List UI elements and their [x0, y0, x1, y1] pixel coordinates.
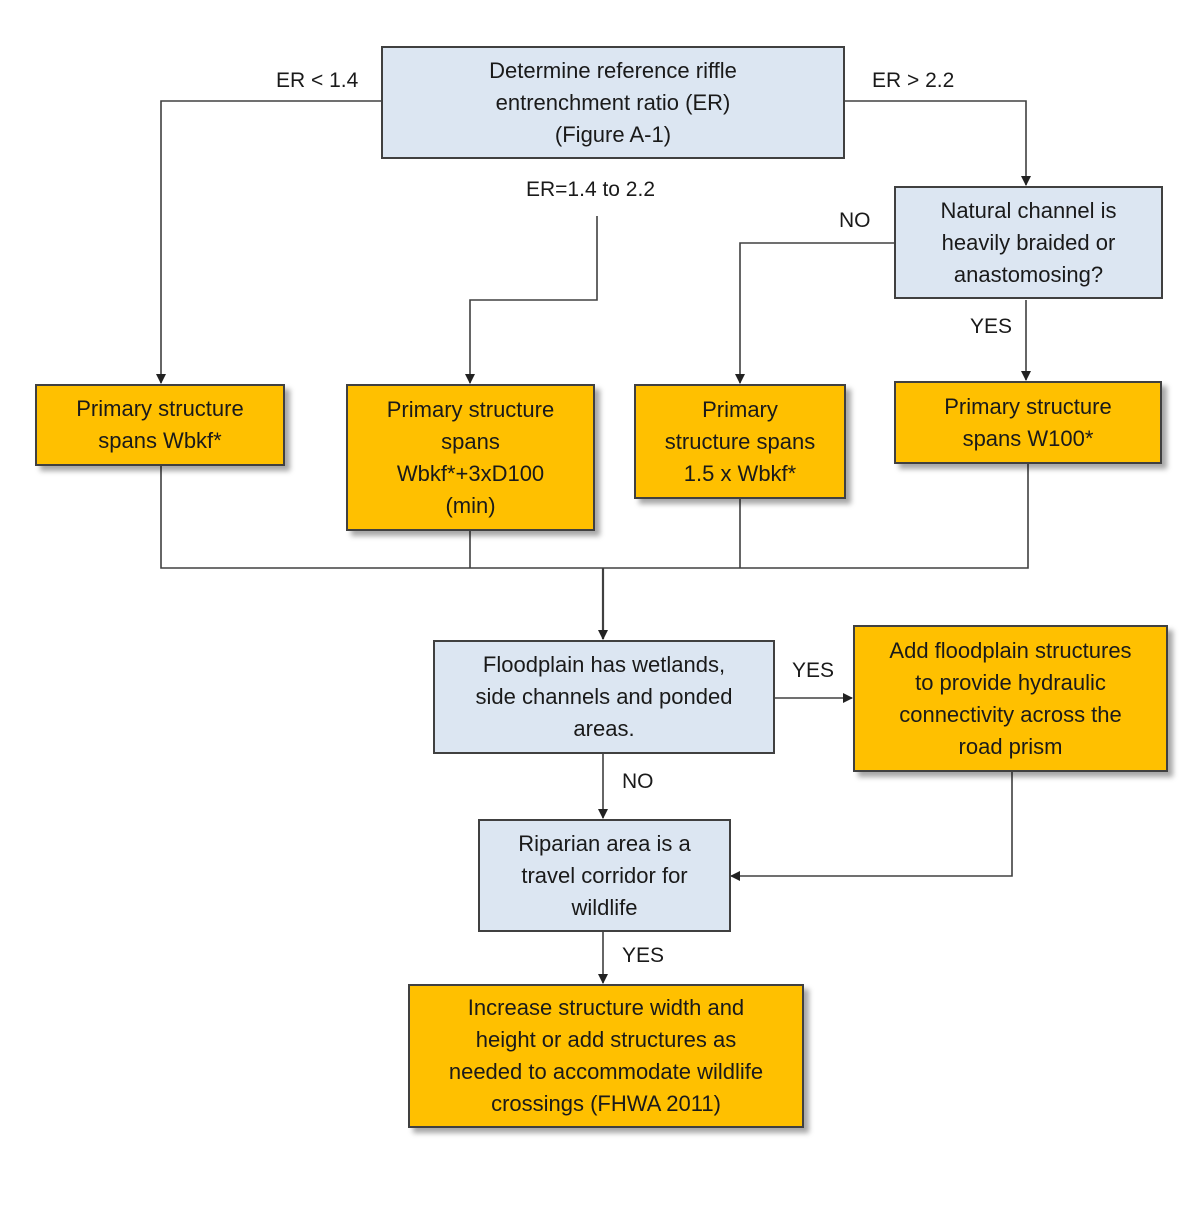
increase-structure-box: Increase structure width and height or a…	[408, 984, 804, 1128]
label-riparian-yes: YES	[622, 944, 665, 967]
span-1-5-wbkf-box: Primary structure spans 1.5 x Wbkf*	[634, 384, 846, 499]
label-er-mid: ER=1.4 to 2.2	[526, 178, 656, 201]
label-floodplain-no: NO	[622, 770, 654, 793]
determine-er-box: Determine reference riffle entrenchment …	[381, 46, 845, 159]
edge-er-mid	[465, 216, 598, 384]
floodplain-decision-box: Floodplain has wetlands, side channels a…	[433, 640, 775, 754]
add-floodplain-structures-box: Add floodplain structures to provide hyd…	[853, 625, 1168, 772]
edge-er-gt	[845, 100, 1031, 186]
span-wbkf-3xd100-box: Primary structure spans Wbkf*+3xD100 (mi…	[346, 384, 595, 531]
edge-braided-no	[735, 242, 894, 384]
span-w100-box: Primary structure spans W100*	[894, 381, 1162, 464]
riparian-decision-box: Riparian area is a travel corridor for w…	[478, 819, 731, 932]
label-er-gt: ER > 2.2	[872, 69, 955, 92]
label-braided-yes: YES	[970, 315, 1013, 338]
braided-decision-box: Natural channel is heavily braided or an…	[894, 186, 1163, 299]
edge-er-lt	[156, 100, 381, 384]
label-braided-no: NO	[839, 209, 871, 232]
span-wbkf-box: Primary structure spans Wbkf*	[35, 384, 285, 466]
label-er-lt: ER < 1.4	[276, 69, 359, 92]
label-floodplain-yes: YES	[792, 659, 835, 682]
edge-add-to-riparian	[730, 772, 1013, 881]
edge-merge-wbkf	[160, 464, 1029, 569]
